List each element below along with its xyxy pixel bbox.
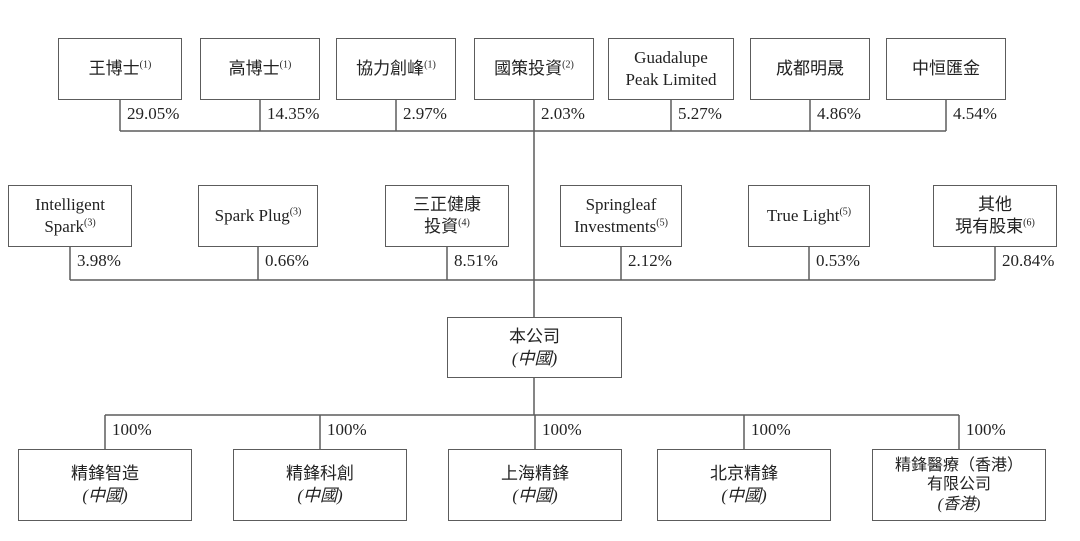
node-label-text: 成都明晟 [776, 59, 844, 79]
subsidiary-label: 北京精鋒 [710, 464, 778, 484]
shareholder-box-r1-7: 中恒匯金 [886, 38, 1006, 100]
node-label: 國策投資(2) [494, 58, 574, 80]
ownership-percent-r1-7: 4.54% [953, 104, 997, 123]
shareholder-box-r2-5: True Light(5) [748, 185, 870, 247]
shareholder-box-r1-6: 成都明晟 [750, 38, 870, 100]
shareholder-box-r2-2: Spark Plug(3) [198, 185, 318, 247]
ownership-percent-r1-5: 5.27% [678, 104, 722, 123]
node-label-text: 王博士 [88, 59, 140, 79]
ownership-percent-r2-3: 8.51% [454, 251, 498, 270]
footnote-ref: (1) [424, 59, 436, 71]
footnote-ref: (1) [139, 59, 152, 71]
subsidiary-box-2: 精鋒科創 (中國) [233, 449, 407, 521]
subsidiary-box-1: 精鋒智造 (中國) [18, 449, 192, 521]
shareholder-box-r2-1: Intelligent Spark(3) [8, 185, 132, 247]
company-label: 本公司 [509, 326, 560, 346]
subsidiary-label: 精鋒智造 [71, 464, 139, 484]
ownership-percent-r2-4: 2.12% [628, 251, 672, 270]
shareholder-box-r2-3: 三正健康 投資(4) [385, 185, 509, 247]
subsidiary-box-3: 上海精鋒 (中國) [448, 449, 622, 521]
subsidiary-region: (中國) [512, 486, 558, 505]
node-label-text: 中恒匯金 [912, 59, 980, 79]
node-label: 中恒匯金 [912, 58, 980, 80]
footnote-ref: (3) [289, 206, 302, 218]
ownership-percent-r1-1: 29.05% [127, 104, 180, 123]
shareholder-box-r1-3: 協力創峰(1) [336, 38, 456, 100]
ownership-percent-r2-1: 3.98% [77, 251, 121, 270]
company-box: 本公司 (中國) [447, 317, 622, 378]
ownership-percent-r2-5: 0.53% [816, 251, 860, 270]
subsidiary-region: (香港) [937, 495, 981, 513]
shareholder-box-r1-5: Guadalupe Peak Limited [608, 38, 734, 100]
footnote-ref: (6) [1023, 217, 1035, 229]
footnote-ref: (5) [656, 217, 668, 229]
ownership-percent-r2-6: 20.84% [1002, 251, 1055, 270]
subsidiary-region: (中國) [82, 486, 128, 505]
footnote-ref: (2) [562, 59, 574, 71]
ownership-percent-r1-2: 14.35% [267, 104, 320, 123]
node-label-text: Intelligent Spark [35, 195, 105, 236]
shareholder-box-r2-6: 其他 現有股東(6) [933, 185, 1057, 247]
ownership-percent-r1-3: 2.97% [403, 104, 447, 123]
footnote-ref: (1) [279, 59, 292, 71]
subsidiary-box-4: 北京精鋒 (中國) [657, 449, 831, 521]
ownership-percent-sub-1: 100% [112, 420, 152, 439]
ownership-percent-r1-4: 2.03% [541, 104, 585, 123]
node-label: 高博士(1) [229, 58, 292, 80]
node-label-text: 國策投資 [494, 59, 563, 79]
node-label-text: 其他 現有股東 [955, 195, 1024, 236]
node-label-text: 高博士 [228, 59, 280, 79]
node-label: Guadalupe Peak Limited [625, 47, 716, 91]
node-label-text: Spark Plug [214, 206, 290, 226]
ownership-percent-sub-4: 100% [751, 420, 791, 439]
ownership-percent-sub-5: 100% [966, 420, 1006, 439]
subsidiary-box-5: 精鋒醫療（香港） 有限公司 (香港) [872, 449, 1046, 521]
ownership-percent-r2-2: 0.66% [265, 251, 309, 270]
shareholder-box-r1-2: 高博士(1) [200, 38, 320, 100]
node-label-text: Guadalupe Peak Limited [625, 48, 717, 89]
footnote-ref: (4) [458, 217, 470, 229]
node-label-text: 協力創峰 [356, 59, 425, 79]
node-label: Springleaf Investments(5) [574, 194, 668, 238]
node-label-text: 三正健康 投資 [413, 195, 481, 236]
node-label: 成都明晟 [776, 58, 844, 80]
node-label-text: True Light [766, 206, 840, 226]
node-label: 其他 現有股東(6) [955, 194, 1035, 238]
subsidiary-label: 上海精鋒 [501, 464, 569, 484]
ownership-percent-sub-2: 100% [327, 420, 367, 439]
shareholder-box-r1-1: 王博士(1) [58, 38, 182, 100]
shareholder-box-r2-4: Springleaf Investments(5) [560, 185, 682, 247]
ownership-percent-r1-6: 4.86% [817, 104, 861, 123]
node-label: 協力創峰(1) [356, 58, 436, 80]
node-label: 三正健康 投資(4) [413, 194, 481, 238]
node-label: Spark Plug(3) [215, 205, 302, 227]
node-label: Intelligent Spark(3) [35, 194, 105, 238]
node-label: 王博士(1) [89, 58, 152, 80]
shareholder-box-r1-4: 國策投資(2) [474, 38, 594, 100]
node-label: True Light(5) [767, 205, 851, 227]
ownership-percent-sub-3: 100% [542, 420, 582, 439]
company-region: (中國) [511, 348, 558, 368]
footnote-ref: (3) [84, 217, 96, 229]
subsidiary-label: 精鋒科創 [286, 464, 354, 484]
subsidiary-label: 精鋒醫療（香港） 有限公司 [894, 456, 1023, 494]
subsidiary-region: (中國) [721, 486, 767, 505]
node-label-text: Springleaf Investments [574, 195, 657, 236]
footnote-ref: (5) [839, 206, 852, 218]
subsidiary-region: (中國) [297, 486, 343, 505]
